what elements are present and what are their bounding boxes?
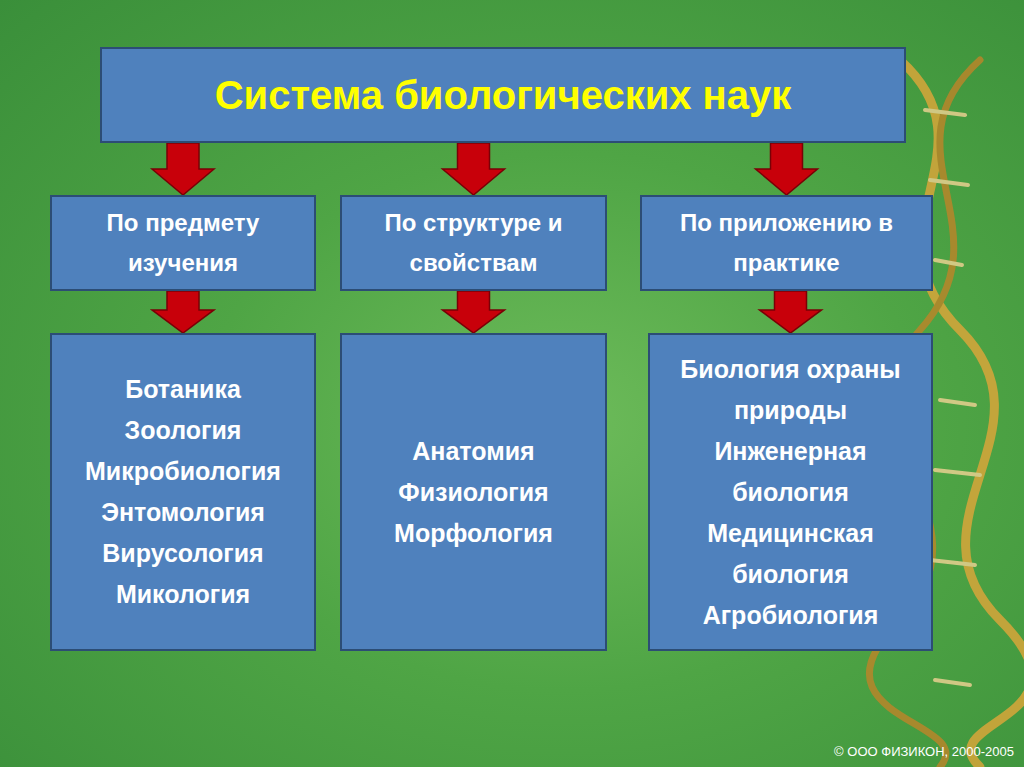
science-name: Медицинская биология (660, 513, 921, 595)
science-name: Анатомия (412, 431, 534, 472)
science-name: Энтомология (101, 492, 265, 533)
science-name: Зоология (125, 410, 242, 451)
science-name: Микология (116, 574, 250, 615)
science-name: Морфология (394, 513, 553, 554)
block-arrow (756, 143, 818, 195)
block-arrow (760, 291, 822, 333)
category-text: По структуре и свойствам (352, 203, 595, 282)
science-name: Микробиология (85, 451, 281, 492)
block-arrow (152, 143, 214, 195)
title-text: Система биологических наук (215, 71, 792, 119)
science-name: Физиология (398, 472, 548, 513)
science-name: Вирусология (102, 533, 263, 574)
science-name: Инженерная биология (660, 431, 921, 513)
science-name: Биология охраны природы (660, 349, 921, 431)
watermark: © ООО ФИЗИКОН, 2000-2005 (834, 744, 1014, 759)
category-text: По предмету изучения (62, 203, 304, 282)
category-text: По приложению в практике (652, 203, 921, 282)
science-list-box: Биология охраны природыИнженерная биолог… (648, 333, 933, 651)
category-box: По приложению в практике (640, 195, 933, 291)
block-arrow (443, 291, 505, 333)
block-arrow (152, 291, 214, 333)
science-list-box: БотаникаЗоологияМикробиологияЭнтомология… (50, 333, 316, 651)
science-list-box: АнатомияФизиологияМорфология (340, 333, 607, 651)
block-arrow (443, 143, 505, 195)
science-name: Агробиология (703, 595, 879, 636)
category-box: По предмету изучения (50, 195, 316, 291)
science-name: Ботаника (125, 369, 241, 410)
title-box: Система биологических наук (100, 47, 906, 143)
category-box: По структуре и свойствам (340, 195, 607, 291)
